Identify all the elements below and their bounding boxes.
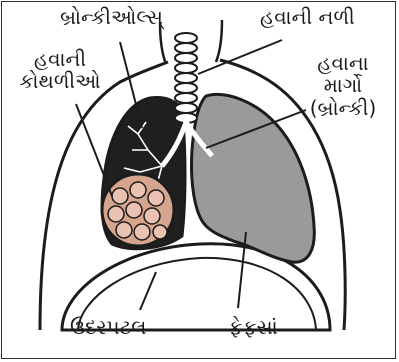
label-bronchi-line3: (બ્રોન્કી) [296, 97, 390, 119]
label-lungs: ફેફસાં [228, 316, 278, 338]
label-air-sacs-line1: હવાની [10, 48, 110, 70]
pointer-windpipe [198, 40, 282, 74]
label-bronchioles: બ્રોન્કીઓલ્સ્ [60, 6, 163, 28]
pointer-air-sacs [76, 104, 112, 196]
right-lung [192, 94, 315, 262]
label-bronchi: હવાના માર્ગો (બ્રોન્કી) [296, 52, 390, 119]
label-air-sacs: હવાની કોથળીઓ [10, 48, 110, 93]
label-bronchi-line1: હવાના [296, 52, 390, 74]
alveoli-cells [108, 182, 167, 240]
trachea [175, 33, 197, 123]
label-windpipe: હવાની નળી [260, 6, 355, 28]
label-air-sacs-line2: કોથળીઓ [10, 70, 110, 92]
label-bronchi-line2: માર્ગો [296, 74, 390, 96]
label-diaphragm: ઉદરપટલ [70, 316, 146, 338]
